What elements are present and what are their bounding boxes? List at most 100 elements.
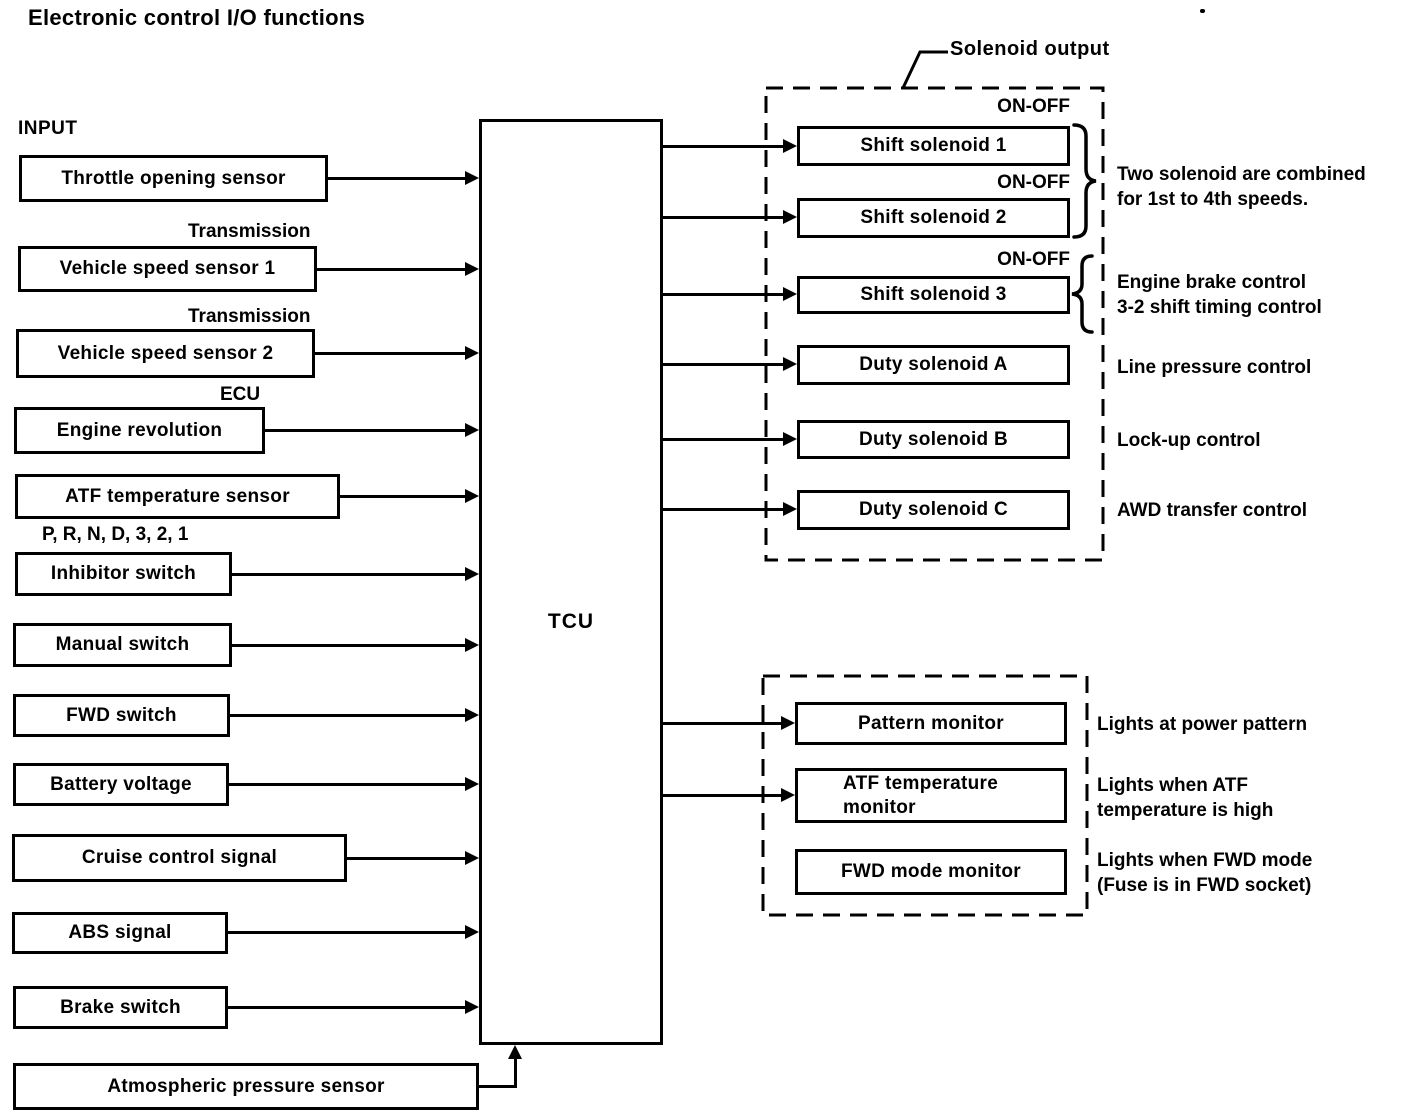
connector-atmospheric-vline xyxy=(514,1056,517,1088)
connector-engine-line xyxy=(265,429,468,432)
input-label: FWD switch xyxy=(66,704,177,726)
connector-solenoid3-line xyxy=(663,293,785,296)
input-label: Inhibitor switch xyxy=(50,563,197,584)
output-label: Shift solenoid 2 xyxy=(860,207,1007,228)
input-prelabel-ecu: ECU xyxy=(220,384,261,405)
connector-dutyc-line xyxy=(663,508,785,511)
output-box-duty-solenoid-c: Duty solenoid C xyxy=(797,490,1070,530)
connector-solenoid1-arrowhead xyxy=(783,139,797,153)
annotation-power-pattern: Lights at power pattern xyxy=(1097,714,1308,735)
connector-dutyc-arrowhead xyxy=(783,502,797,516)
connector-dutyb-line xyxy=(663,438,785,441)
connector-vss2-arrowhead xyxy=(465,346,479,360)
connector-atf-line xyxy=(340,495,468,498)
connector-engine-arrowhead xyxy=(465,423,479,437)
connector-vss2-line xyxy=(315,352,468,355)
connector-fwd-arrowhead xyxy=(465,708,479,722)
connector-brake-arrowhead xyxy=(465,1000,479,1014)
annotation-engine-brake: Engine brake control 3-2 shift timing co… xyxy=(1117,272,1322,318)
output-box-pattern-monitor: Pattern monitor xyxy=(795,702,1067,745)
connector-pattern-monitor-line xyxy=(663,722,783,725)
output-label: Shift solenoid 1 xyxy=(860,135,1007,156)
connector-atmospheric-hline xyxy=(479,1085,517,1088)
input-prelabel-gear-positions: P, R, N, D, 3, 2, 1 xyxy=(42,524,189,545)
input-box-atmospheric-pressure-sensor: Atmospheric pressure sensor xyxy=(13,1063,479,1110)
input-label: Brake switch xyxy=(60,996,181,1018)
output-label: Duty solenoid C xyxy=(858,499,1009,520)
connector-manual-line xyxy=(232,644,468,647)
input-box-cruise-control-signal: Cruise control signal xyxy=(12,834,347,882)
input-label: Cruise control signal xyxy=(81,847,278,868)
connector-brake-line xyxy=(228,1006,468,1009)
input-label: Engine revolution xyxy=(56,419,223,441)
annotation-lockup: Lock-up control xyxy=(1117,430,1261,451)
connector-dutya-arrowhead xyxy=(783,357,797,371)
annotation-fwd-mode: Lights when FWD mode (Fuse is in FWD soc… xyxy=(1097,850,1313,896)
output-label: ATF temperature monitor xyxy=(843,772,999,818)
annotation-two-solenoid: Two solenoid are combined for 1st to 4th… xyxy=(1117,164,1366,210)
brace-shift-solenoid-1-2 xyxy=(1072,123,1097,239)
input-label: Atmospheric pressure sensor xyxy=(107,1075,385,1097)
output-box-shift-solenoid-2: Shift solenoid 2 xyxy=(797,198,1070,238)
input-label: Manual switch xyxy=(55,634,190,655)
connector-throttle-line xyxy=(328,177,468,180)
input-label: Vehicle speed sensor 1 xyxy=(59,258,276,279)
connector-solenoid3-arrowhead xyxy=(783,287,797,301)
connector-atf-arrowhead xyxy=(465,489,479,503)
output-box-duty-solenoid-b: Duty solenoid B xyxy=(797,420,1070,459)
input-label: Throttle opening sensor xyxy=(61,167,286,189)
connector-battery-arrowhead xyxy=(465,777,479,791)
connector-battery-line xyxy=(229,783,468,786)
tcu-label: TCU xyxy=(547,610,595,633)
connector-fwd-line xyxy=(230,714,468,717)
connector-throttle-arrowhead xyxy=(465,171,479,185)
connector-dutyb-arrowhead xyxy=(783,432,797,446)
diagram-title: Electronic control I/O functions xyxy=(28,5,366,30)
connector-cruise-arrowhead xyxy=(465,851,479,865)
input-section-label: INPUT xyxy=(18,118,78,139)
output-label: Shift solenoid 3 xyxy=(860,284,1007,305)
annotation-atf-high: Lights when ATF temperature is high xyxy=(1097,775,1274,821)
input-box-brake-switch: Brake switch xyxy=(13,986,228,1029)
output-label: Pattern monitor xyxy=(858,712,1004,734)
connector-atf-monitor-arrowhead xyxy=(781,788,795,802)
onoff-label-1: ON-OFF xyxy=(997,96,1070,117)
connector-solenoid2-arrowhead xyxy=(783,210,797,224)
scan-artifact-dot xyxy=(1200,9,1205,13)
connector-pattern-monitor-arrowhead xyxy=(781,716,795,730)
input-box-manual-switch: Manual switch xyxy=(13,623,232,667)
input-box-engine-revolution: Engine revolution xyxy=(14,407,265,454)
output-box-shift-solenoid-1: Shift solenoid 1 xyxy=(797,126,1070,166)
input-box-battery-voltage: Battery voltage xyxy=(13,763,229,806)
annotation-awd-transfer: AWD transfer control xyxy=(1117,500,1308,521)
input-prelabel-transmission-1: Transmission xyxy=(188,221,311,242)
brace-shift-solenoid-3 xyxy=(1071,254,1094,334)
input-box-fwd-switch: FWD switch xyxy=(13,694,230,737)
connector-atmospheric-arrowhead xyxy=(508,1045,522,1059)
solenoid-output-label: Solenoid output xyxy=(950,38,1110,60)
connector-abs-arrowhead xyxy=(465,925,479,939)
input-label: ABS signal xyxy=(68,922,172,943)
input-box-abs-signal: ABS signal xyxy=(12,912,228,954)
connector-solenoid1-line xyxy=(663,145,785,148)
connector-vss1-arrowhead xyxy=(465,262,479,276)
input-label: Battery voltage xyxy=(50,773,192,795)
output-box-atf-temperature-monitor: ATF temperature monitor xyxy=(795,768,1067,823)
connector-abs-line xyxy=(228,931,468,934)
connector-vss1-line xyxy=(317,268,468,271)
annotation-line-pressure: Line pressure control xyxy=(1117,357,1312,378)
input-box-vehicle-speed-sensor-1: Vehicle speed sensor 1 xyxy=(18,246,317,292)
tcu-box: TCU xyxy=(479,119,663,1045)
input-label: Vehicle speed sensor 2 xyxy=(57,342,274,364)
connector-cruise-line xyxy=(347,857,468,860)
solenoid-output-leader-line xyxy=(901,50,948,89)
output-box-shift-solenoid-3: Shift solenoid 3 xyxy=(797,276,1070,314)
connector-dutya-line xyxy=(663,363,785,366)
output-box-duty-solenoid-a: Duty solenoid A xyxy=(797,345,1070,385)
input-label: ATF temperature sensor xyxy=(65,485,290,507)
connector-atf-monitor-line xyxy=(663,794,783,797)
connector-inhibitor-arrowhead xyxy=(465,567,479,581)
connector-manual-arrowhead xyxy=(465,638,479,652)
onoff-label-3: ON-OFF xyxy=(997,249,1070,270)
